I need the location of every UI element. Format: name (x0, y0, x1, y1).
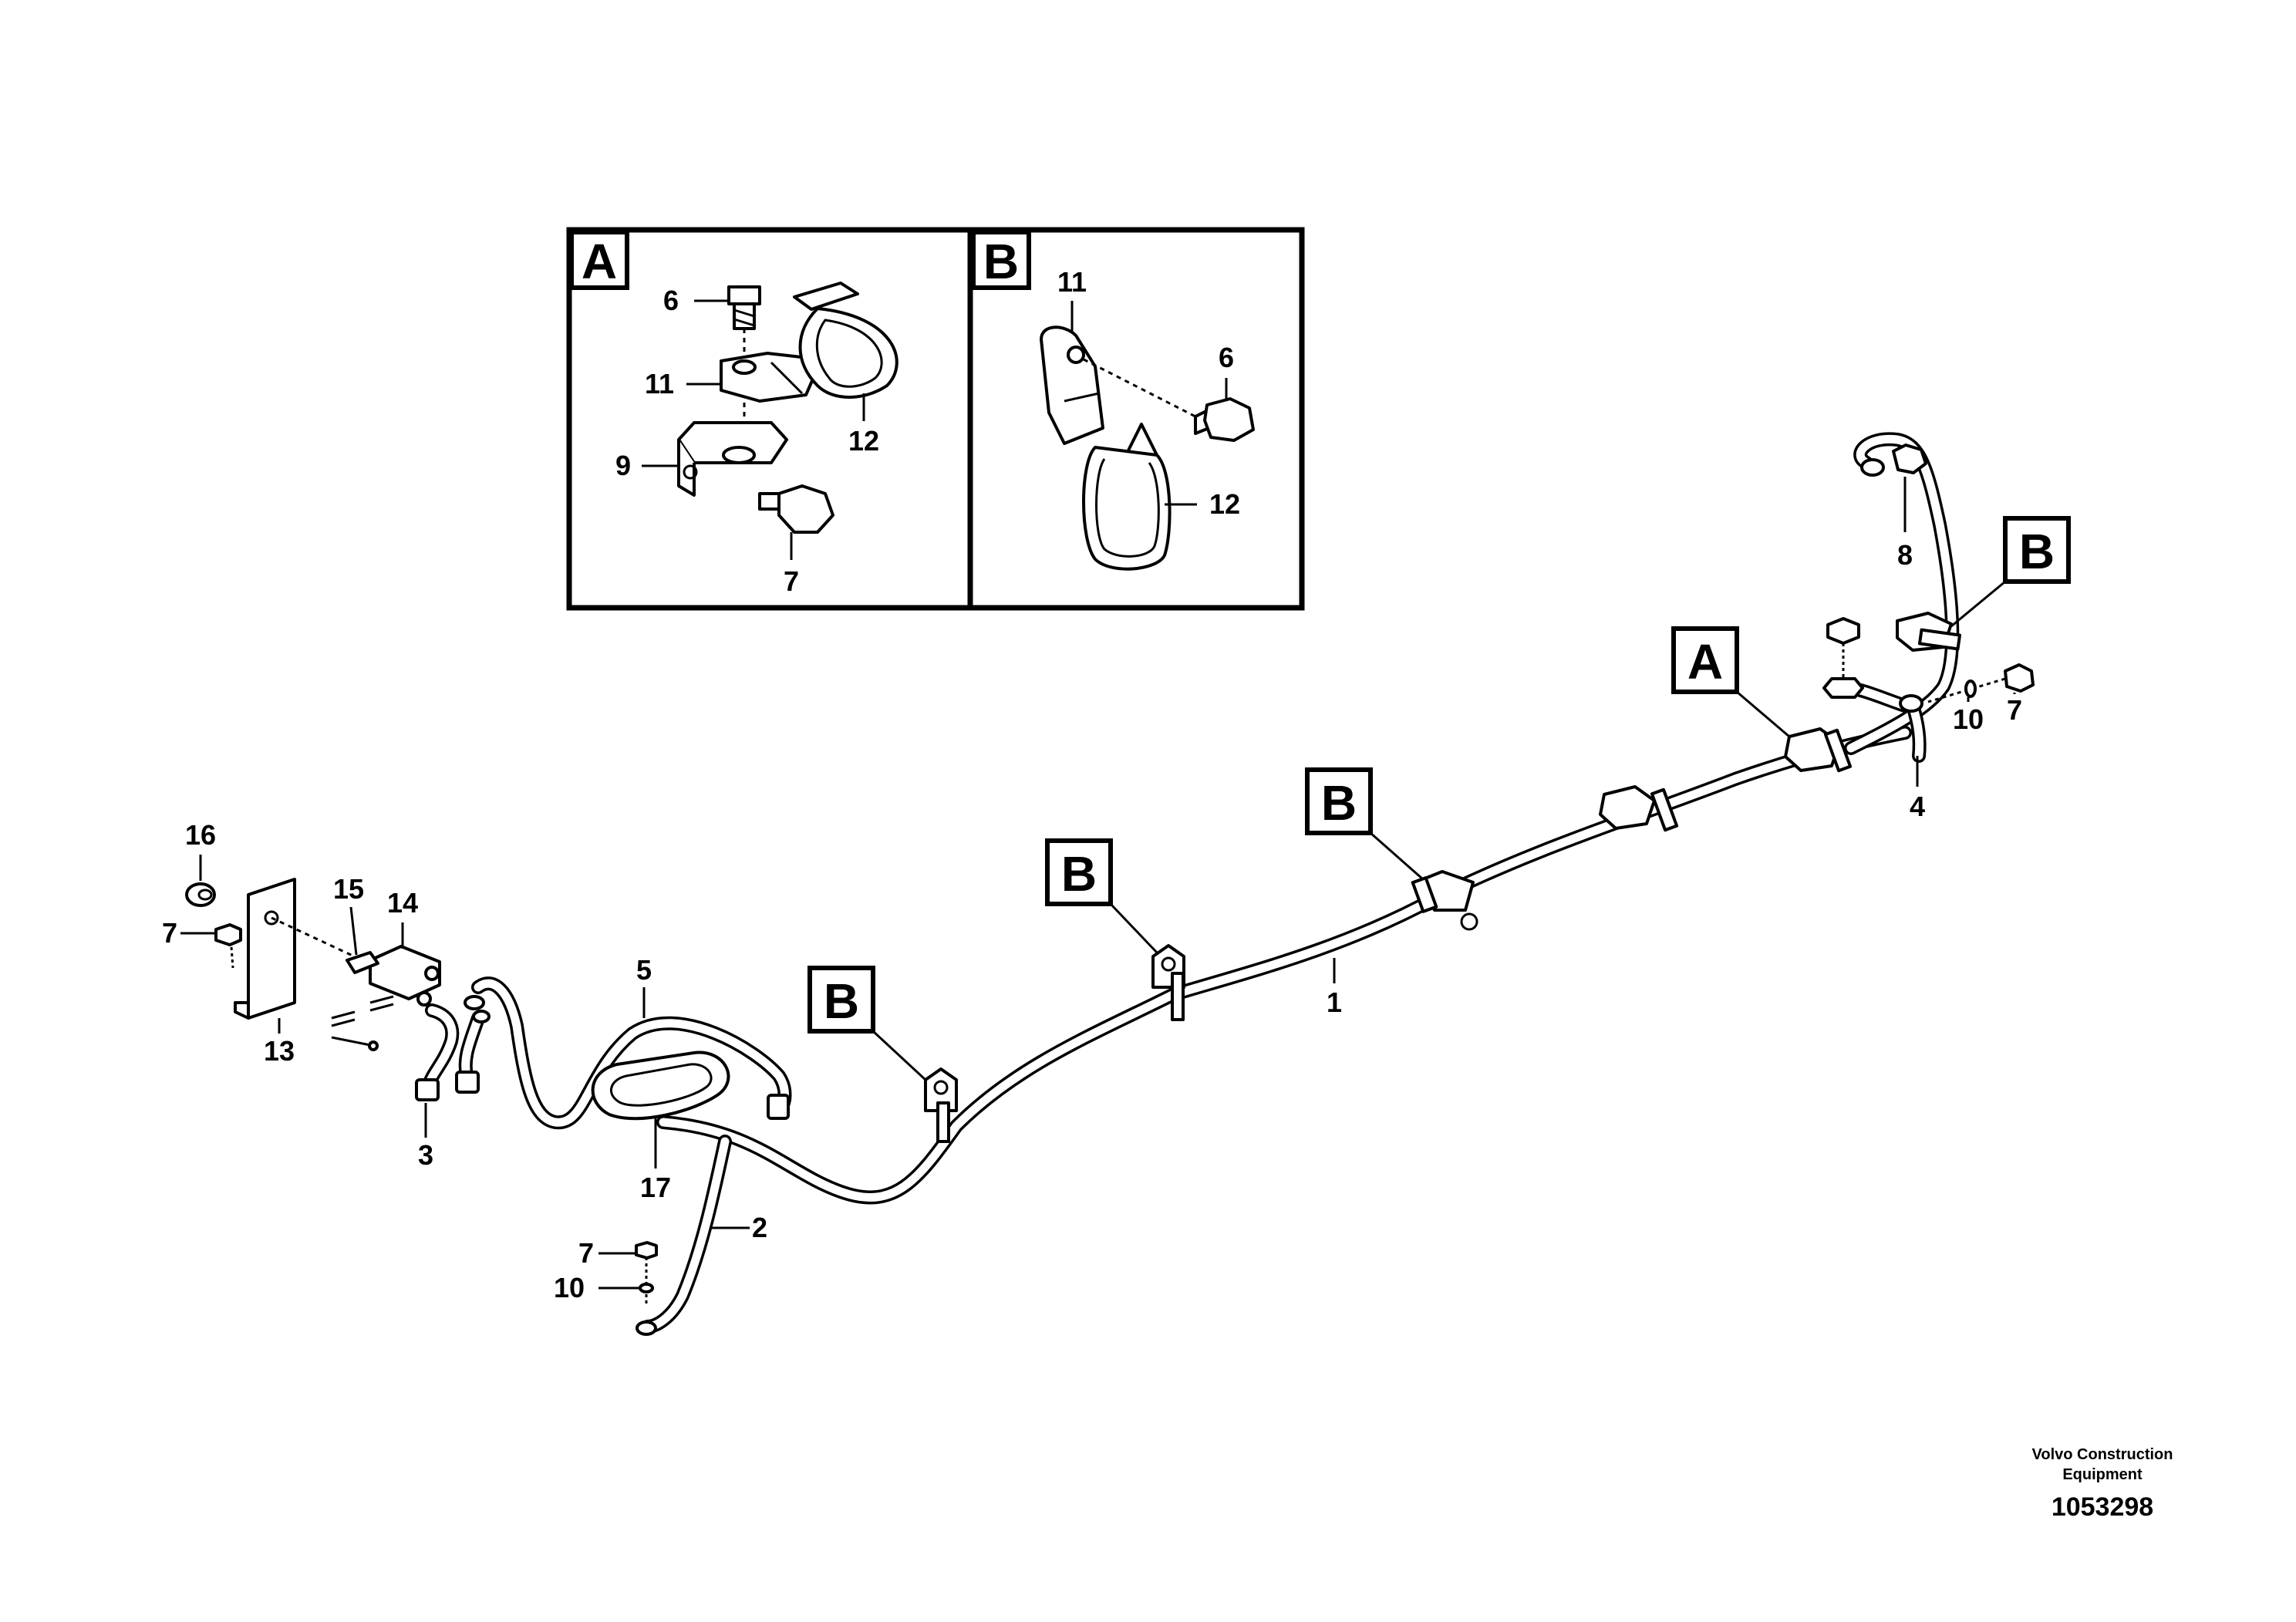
bolt-icon (1194, 397, 1255, 442)
label-10: 10 (554, 1272, 585, 1303)
label-13: 13 (264, 1035, 295, 1067)
footer-caption: Volvo Construction Equipment 1053298 (2032, 1446, 2173, 1522)
svg-text:B: B (2019, 524, 2055, 579)
label-3: 3 (418, 1139, 433, 1171)
label-7: 7 (2007, 694, 2022, 726)
svg-text:A: A (1687, 634, 1723, 690)
company-name-line2: Equipment (2062, 1466, 2143, 1483)
label-4: 4 (1910, 791, 1925, 822)
ring-terminal (472, 1010, 491, 1023)
leader-lines (180, 477, 2016, 1290)
label-7: 7 (162, 917, 177, 949)
main-cable (656, 726, 1912, 1205)
ring-terminal (1899, 694, 1923, 713)
cable-clip (1896, 612, 1962, 652)
label-5: 5 (636, 954, 652, 986)
cable-clip (1784, 727, 1853, 773)
bolt-icon (214, 923, 242, 969)
label-15: 15 (333, 873, 364, 905)
callout-b: B (1305, 767, 1424, 881)
detail-b-letter: B (983, 234, 1019, 289)
label-16: 16 (185, 819, 216, 851)
document-number: 1053298 (2052, 1492, 2153, 1522)
label-1: 1 (1327, 986, 1342, 1018)
label-9: 9 (615, 450, 631, 481)
label-10: 10 (1953, 703, 1984, 735)
washer-icon (639, 1283, 654, 1293)
cable-2 (641, 1135, 732, 1334)
detail-a-letter: A (582, 234, 617, 289)
label-11: 11 (645, 368, 674, 400)
label-2: 2 (752, 1212, 767, 1243)
detail-views: A (566, 227, 1305, 611)
washer-icon (1964, 679, 1977, 698)
label-17: 17 (640, 1172, 671, 1203)
cable-clip (924, 1067, 958, 1143)
callout-b: B (807, 966, 927, 1081)
callout-b: B (1950, 516, 2071, 628)
label-6: 6 (1219, 342, 1234, 373)
cable-5 (471, 976, 792, 1130)
nut-icon (1860, 443, 1927, 477)
cable-clip (1151, 944, 1185, 1021)
bushing-icon (185, 882, 216, 907)
label-12: 12 (1209, 488, 1240, 520)
bolt-icon (727, 285, 761, 330)
detail-view-a: A (569, 230, 899, 597)
label-12: 12 (848, 425, 879, 457)
detail-b-tag (971, 230, 1031, 290)
connector-icon (415, 1078, 440, 1101)
spare-strap (591, 1050, 730, 1121)
mounting-plate (234, 878, 296, 1020)
bracket-icon (677, 421, 788, 497)
ring-terminal (636, 1320, 657, 1336)
clip-icon (1040, 325, 1104, 445)
connector-icon (455, 1071, 480, 1094)
cable-clip (1599, 785, 1679, 832)
clip-icon (720, 352, 823, 403)
connector-icon (767, 1094, 790, 1120)
callout-a: A (1671, 626, 1790, 738)
company-name-line1: Volvo Construction (2032, 1446, 2173, 1463)
detail-a-tag (569, 230, 629, 290)
label-8: 8 (1897, 539, 1913, 571)
strap-icon (793, 282, 899, 399)
svg-text:B: B (824, 973, 859, 1029)
strap-icon (1082, 423, 1172, 571)
main-assembly: 16 7 15 14 13 5 3 17 2 7 10 1 8 10 7 4 B… (162, 432, 2071, 1336)
ring-terminal (464, 995, 485, 1010)
svg-text:B: B (1061, 846, 1097, 902)
bolt-icon (1822, 617, 1864, 699)
bolt-icon (758, 484, 834, 534)
svg-text:B: B (1321, 775, 1357, 831)
label-14: 14 (387, 887, 418, 919)
detail-frame (566, 227, 1305, 611)
label-7: 7 (578, 1237, 594, 1269)
battery-switch-icon (331, 945, 441, 1051)
label-11: 11 (1057, 266, 1087, 298)
label-6: 6 (663, 285, 679, 316)
label-7: 7 (784, 565, 799, 597)
detail-view-b: B 11 6 12 (971, 230, 1255, 571)
bolt-icon (635, 1241, 658, 1303)
callout-b: B (1045, 838, 1158, 954)
cable-clip (1411, 870, 1478, 931)
